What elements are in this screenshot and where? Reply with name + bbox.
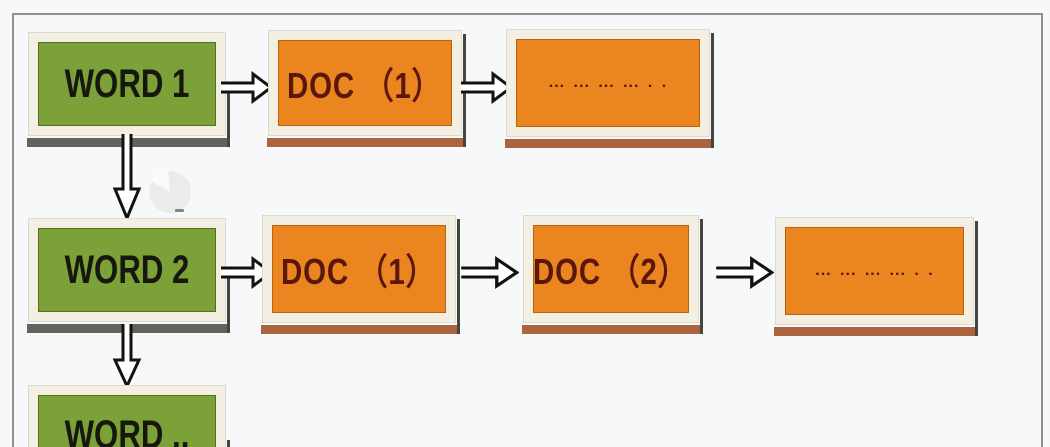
word-2-box: WORD 2 <box>27 218 230 333</box>
word-n-box: WORD .. <box>28 385 230 447</box>
arrow-down-icon <box>112 132 142 220</box>
small-dash-mark <box>175 209 184 212</box>
more-docs-box-row2: ... ... ... ... . . <box>774 217 978 336</box>
doc-1-box-row1: DOC （1） <box>267 30 466 147</box>
box-shadow-bottom <box>261 325 460 334</box>
frame-border <box>12 13 1043 447</box>
box-shadow-right <box>457 219 460 334</box>
word-1-label: WORD 1 <box>64 61 190 106</box>
word-2-label: WORD 2 <box>64 247 190 292</box>
word-1-box: WORD 1 <box>27 32 230 147</box>
box-shadow-right <box>711 33 714 148</box>
doc-2-box-row2: DOC （2） <box>522 215 703 334</box>
arrow-right-icon <box>219 71 273 104</box>
word-n-label: WORD .. <box>64 412 190 447</box>
ellipsis-label-row2: ... ... ... ... . . <box>815 262 934 279</box>
more-docs-box-row1: ... ... ... ... . . <box>505 29 714 148</box>
arrow-down-icon <box>112 322 142 388</box>
doc-2-label-row2: DOC （2） <box>533 251 689 292</box>
box-shadow-bottom <box>522 325 703 334</box>
box-shadow-right <box>227 89 230 147</box>
box-shadow-right <box>975 221 978 336</box>
arrow-right-icon <box>459 71 513 104</box>
ellipsis-label-row1: ... ... ... ... . . <box>548 74 668 91</box>
doc-1-box-row2: DOC （1） <box>261 215 460 334</box>
watermark-circle-icon <box>149 171 191 213</box>
arrow-right-icon <box>714 256 774 289</box>
box-shadow-bottom <box>267 138 466 147</box>
box-shadow-bottom <box>774 327 978 336</box>
box-shadow-right <box>227 439 230 447</box>
box-shadow-bottom <box>505 139 714 148</box>
doc-1-label-row2: DOC （1） <box>281 251 437 292</box>
box-shadow-right <box>700 219 703 334</box>
box-shadow-right <box>227 275 230 333</box>
arrow-right-icon <box>459 256 519 289</box>
doc-1-label-row1: DOC （1） <box>287 65 443 106</box>
